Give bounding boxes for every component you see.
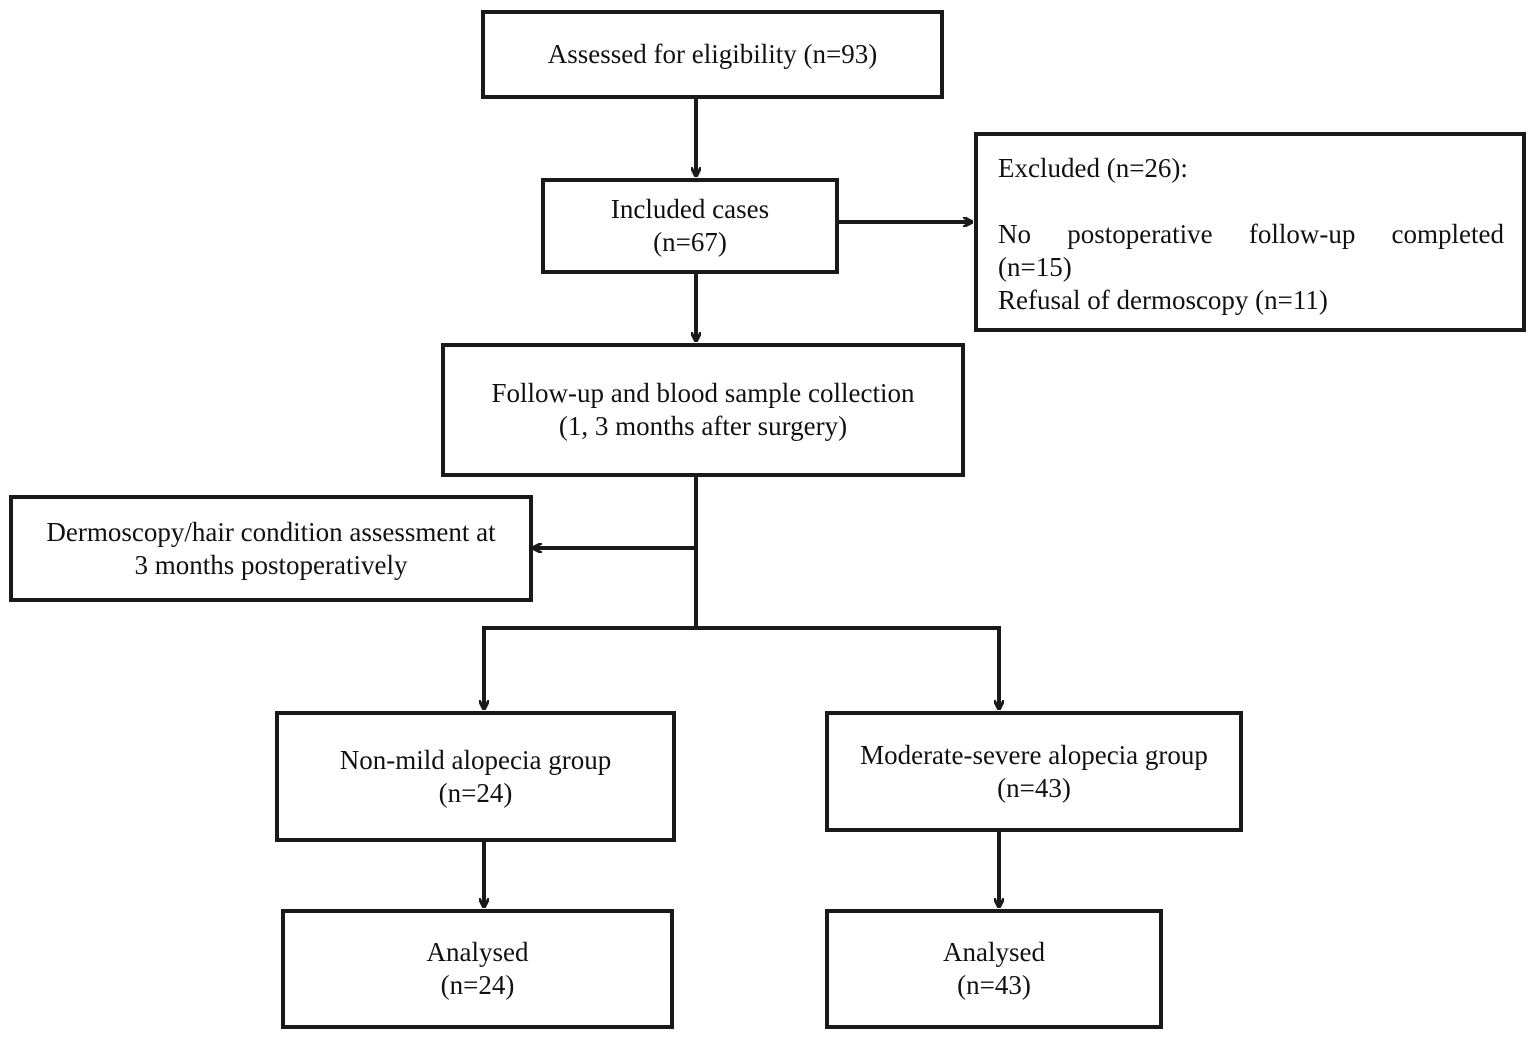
assessed-label: Assessed for eligibility (n=93) (547, 39, 878, 69)
dermoscopy-timing: 3 months postoperatively (134, 549, 408, 580)
excluded-reason-dermoscopy: Refusal of dermoscopy (n=11) (998, 285, 1328, 315)
followup-box: Follow-up and blood sample collection (1… (441, 343, 965, 477)
excluded-heading: Excluded (n=26): (998, 153, 1188, 183)
analysed-left-count: (n=24) (440, 970, 515, 1000)
followup-label: Follow-up and blood sample collection (491, 378, 915, 408)
severe-group-label: Moderate-severe alopecia group (860, 739, 1208, 770)
nonmild-group-count: (n=24) (438, 777, 513, 808)
analysed-left-label: Analysed (426, 937, 529, 967)
assessed-box: Assessed for eligibility (n=93) (481, 10, 944, 99)
nonmild-group-label: Non-mild alopecia group (339, 744, 612, 775)
included-box: Included cases (n=67) (541, 178, 839, 274)
excluded-reason-followup: No postoperative follow-up completed (998, 219, 1504, 249)
included-label: Included cases (610, 194, 770, 224)
analysed-right-label: Analysed (943, 937, 1045, 967)
followup-timing: (1, 3 months after surgery) (558, 411, 848, 441)
severe-group-count: (n=43) (997, 772, 1071, 803)
analysed-left-box: Analysed (n=24) (281, 909, 674, 1029)
nonmild-group-box: Non-mild alopecia group (n=24) (275, 711, 676, 842)
included-count: (n=67) (653, 227, 727, 257)
dermoscopy-label: Dermoscopy/hair condition assessment at (46, 516, 496, 547)
severe-group-box: Moderate-severe alopecia group (n=43) (825, 711, 1243, 832)
analysed-right-count: (n=43) (957, 970, 1031, 1000)
dermoscopy-box: Dermoscopy/hair condition assessment at … (9, 495, 533, 602)
excluded-reason-followup-count: (n=15) (998, 252, 1072, 282)
excluded-box: Excluded (n=26): No postoperative follow… (974, 132, 1526, 332)
analysed-right-box: Analysed (n=43) (825, 909, 1163, 1029)
